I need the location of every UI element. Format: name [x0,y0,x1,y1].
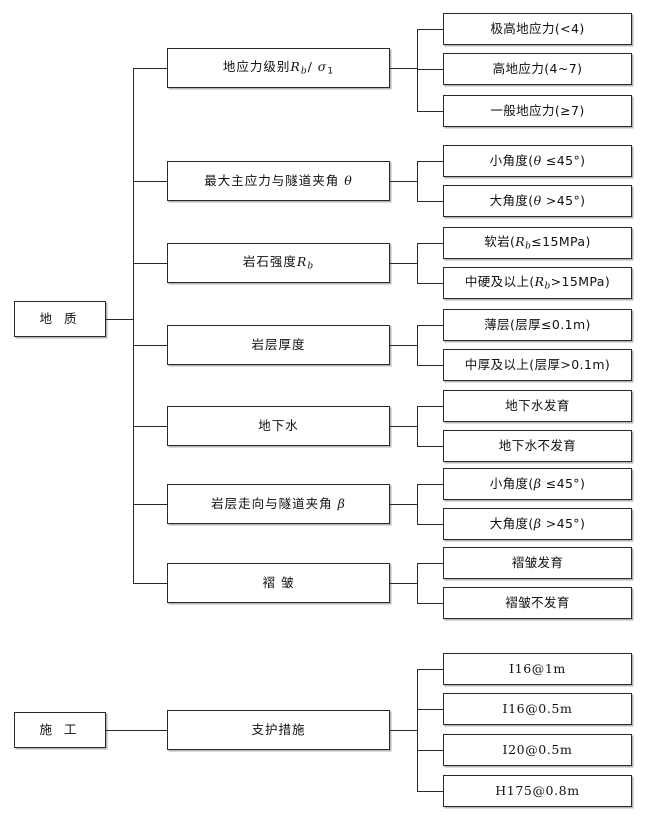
branch-box-support[interactable]: 支护措施 [167,710,390,750]
leaf-label-6-2: 大角度(β >45°) [489,515,586,531]
leaf-label-6-1: 小角度(β ≤45°) [489,475,586,491]
connector-trunk-to-branch-3 [133,263,167,264]
leaf-box-6-1[interactable]: 小角度(β ≤45°) [443,468,632,500]
connector-leaf-s-3 [417,750,443,751]
leaf-box-3-1[interactable]: 软岩(Rb≤15MPa) [443,227,632,259]
leaf-box-2-1[interactable]: 小角度(θ ≤45°) [443,145,632,177]
leaf-box-4-1[interactable]: 薄层(层厚≤0.1m) [443,309,632,341]
leaf-label-3-1: 软岩(Rb≤15MPa) [484,233,591,252]
connector-leaf-6-2 [417,524,443,525]
connector-branch-5-out [390,426,418,427]
leaf-box-s-4[interactable]: H175@0.8m [443,775,632,807]
connector-root-stub-geology [106,319,134,320]
leaf-box-s-3[interactable]: I20@0.5m [443,734,632,766]
connector-branch-3-out [390,263,418,264]
connector-branch-1-out [390,68,418,69]
branch-label-1: 地应力级别Rb/ σ1 [222,58,335,77]
connector-leaf-s-2 [417,709,443,710]
connector-branch-6-spine [417,484,418,524]
leaf-box-1-3[interactable]: 一般地应力(≥7) [443,95,632,127]
connector-trunk-to-branch-6 [133,504,167,505]
connector-branch-7-spine [417,563,418,603]
branch-label-3: 岩石强度Rb [242,253,315,272]
branch-box-2[interactable]: 最大主应力与隧道夹角 θ [167,161,390,201]
connector-leaf-1-2 [417,69,443,70]
connector-leaf-7-1 [417,563,443,564]
connector-branch-4-spine [417,325,418,365]
branch-label-6: 岩层走向与隧道夹角 β [211,495,346,511]
connector-root-stub-construction [106,730,167,731]
connector-branch-support-out [390,730,418,731]
connector-branch-6-out [390,504,418,505]
branch-box-6[interactable]: 岩层走向与隧道夹角 β [167,484,390,524]
leaf-box-5-1[interactable]: 地下水发育 [443,390,632,422]
connector-leaf-2-2 [417,201,443,202]
leaf-box-7-2[interactable]: 褶皱不发育 [443,587,632,619]
branch-box-3[interactable]: 岩石强度Rb [167,243,390,283]
connector-branch-7-out [390,583,418,584]
connector-leaf-s-1 [417,669,443,670]
branch-box-5[interactable]: 地下水 [167,406,390,446]
connector-leaf-6-1 [417,484,443,485]
connector-leaf-4-1 [417,325,443,326]
connector-trunk-to-branch-4 [133,345,167,346]
connector-branch-3-spine [417,243,418,283]
connector-leaf-5-1 [417,406,443,407]
connector-trunk-geology [133,68,134,583]
connector-trunk-to-branch-7 [133,583,167,584]
connector-branch-4-out [390,345,418,346]
leaf-label-2-1: 小角度(θ ≤45°) [489,152,586,168]
connector-trunk-to-branch-5 [133,426,167,427]
connector-leaf-1-1 [417,29,443,30]
branch-box-7[interactable]: 褶 皱 [167,563,390,603]
root-box-geology[interactable]: 地 质 [14,301,106,337]
connector-leaf-7-2 [417,603,443,604]
leaf-box-7-1[interactable]: 褶皱发育 [443,547,632,579]
connector-leaf-3-2 [417,283,443,284]
connector-leaf-5-2 [417,446,443,447]
connector-leaf-s-4 [417,791,443,792]
branch-label-2: 最大主应力与隧道夹角 θ [204,172,353,188]
leaf-box-1-2[interactable]: 高地应力(4~7) [443,53,632,85]
leaf-box-s-1[interactable]: I16@1m [443,653,632,685]
leaf-box-3-2[interactable]: 中硬及以上(Rb>15MPa) [443,267,632,299]
leaf-box-s-2[interactable]: I16@0.5m [443,693,632,725]
leaf-box-4-2[interactable]: 中厚及以上(层厚>0.1m) [443,349,632,381]
branch-box-4[interactable]: 岩层厚度 [167,325,390,365]
root-box-construction[interactable]: 施 工 [14,712,106,748]
leaf-box-2-2[interactable]: 大角度(θ >45°) [443,185,632,217]
connector-branch-support-spine [417,669,418,791]
leaf-box-5-2[interactable]: 地下水不发育 [443,430,632,462]
connector-trunk-to-branch-2 [133,181,167,182]
branch-box-1[interactable]: 地应力级别Rb/ σ1 [167,48,390,88]
connector-leaf-3-1 [417,243,443,244]
connector-leaf-1-3 [417,111,443,112]
connector-leaf-2-1 [417,161,443,162]
connector-branch-2-out [390,181,418,182]
connector-branch-1-spine [417,29,418,111]
connector-branch-5-spine [417,406,418,446]
leaf-box-1-1[interactable]: 极高地应力(<4) [443,13,632,45]
connector-trunk-to-branch-1 [133,68,167,69]
connector-branch-2-spine [417,161,418,201]
leaf-box-6-2[interactable]: 大角度(β >45°) [443,508,632,540]
leaf-label-2-2: 大角度(θ >45°) [489,192,586,208]
connector-leaf-4-2 [417,365,443,366]
leaf-label-3-2: 中硬及以上(Rb>15MPa) [464,273,611,292]
